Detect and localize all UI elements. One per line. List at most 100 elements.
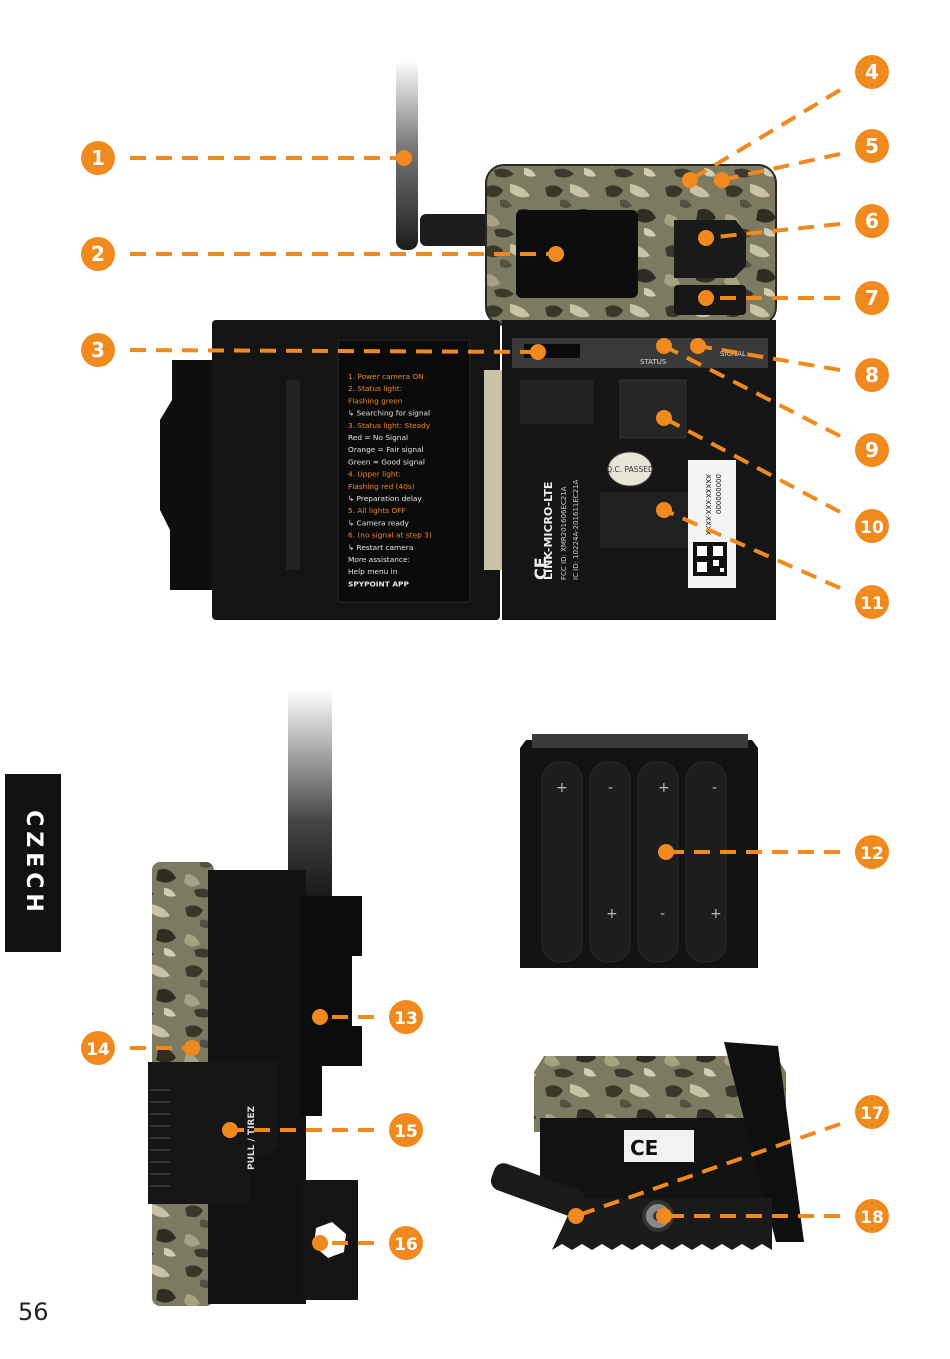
- pir-sensor: [674, 220, 746, 278]
- ic-id: IC ID: 10224A-201611EC21A: [572, 479, 580, 580]
- callout-target-dot: [656, 338, 672, 354]
- instruction-line: Flashing green: [348, 396, 403, 405]
- instruction-line: 3. Status light: Steady: [348, 421, 431, 430]
- instruction-line: Flashing red (40s): [348, 482, 415, 491]
- battery-tray: + - + - + - +: [520, 734, 758, 968]
- callout-number: 1: [91, 146, 105, 170]
- qc-passed-sticker: [607, 451, 653, 487]
- qr-code: [693, 542, 727, 576]
- callout-leader-line: [663, 508, 841, 590]
- language-tab: CZECH: [5, 774, 61, 952]
- ce-mark-body: CE: [531, 557, 550, 580]
- callout-badge: [855, 585, 889, 619]
- side-latch: [148, 1062, 278, 1204]
- instruction-line: ↳ Camera ready: [348, 518, 410, 527]
- callout-badge: [81, 141, 115, 175]
- callout-target-dot: [548, 246, 564, 262]
- instruction-line: 4. Upper light:: [348, 470, 401, 479]
- callout-18: 18: [656, 1199, 889, 1233]
- callout-leader-line: [129, 348, 539, 354]
- callout-target-dot: [530, 344, 546, 360]
- callout-number: 4: [865, 60, 879, 84]
- svg-text:+: +: [658, 780, 670, 796]
- callout-badge: [81, 333, 115, 367]
- callout-target-dot: [656, 410, 672, 426]
- latch-grip: [150, 1089, 170, 1187]
- battery-bay-4: [685, 761, 727, 963]
- bottom-bracket: [724, 1042, 804, 1242]
- callout-1: 1: [81, 141, 412, 175]
- callout-number: 11: [860, 594, 884, 614]
- callout-9: 9: [656, 338, 889, 467]
- callout-badge: [389, 1113, 423, 1147]
- callout-6: 6: [698, 204, 889, 246]
- callout-16: 16: [312, 1226, 423, 1260]
- instruction-line: ↳ Restart camera: [348, 543, 413, 552]
- callout-badge: [389, 1000, 423, 1034]
- callout-badge: [855, 1095, 889, 1129]
- callout-target-dot: [312, 1235, 328, 1251]
- callout-badge: [855, 509, 889, 543]
- svg-text:-: -: [660, 906, 665, 922]
- callout-badge: [855, 129, 889, 163]
- callout-7: 7: [698, 281, 889, 315]
- bottom-ce-mark: CE: [630, 1136, 658, 1160]
- callout-target-dot: [690, 338, 706, 354]
- callout-number: 10: [860, 518, 884, 538]
- callout-target-dot: [714, 172, 730, 188]
- instruction-line: 1. Power camera ON: [348, 372, 424, 381]
- callout-target-dot: [568, 1208, 584, 1224]
- callout-badge: [81, 237, 115, 271]
- callout-leader-line: [705, 222, 841, 240]
- status-panel-label: STATUS: [640, 358, 667, 366]
- callout-badge: [389, 1226, 423, 1260]
- instruction-line: ↳ Preparation delay: [348, 494, 422, 503]
- callout-14: 14: [81, 1031, 200, 1065]
- instruction-line: 6. (no signal at step 3): [348, 531, 432, 540]
- callout-badge: [855, 1199, 889, 1233]
- callout-number: 8: [865, 363, 879, 387]
- callout-badge: [855, 204, 889, 238]
- callout-target-dot: [658, 844, 674, 860]
- svg-text:+: +: [710, 906, 722, 922]
- callout-2: 2: [81, 237, 564, 271]
- sim-cover: [619, 379, 687, 439]
- qc-passed-text: Q.C. PASSED: [606, 465, 654, 474]
- side-bracket: [300, 896, 362, 1116]
- callout-leader-line: [721, 152, 841, 182]
- callout-target-dot: [682, 172, 698, 188]
- callout-badge: [855, 433, 889, 467]
- callout-badge: [855, 281, 889, 315]
- upper-compartment: [520, 380, 594, 424]
- instruction-line: 2. Status light:: [348, 384, 402, 393]
- camera-bottom-view: CE: [490, 1042, 804, 1250]
- svg-text:-: -: [712, 780, 717, 796]
- callout-badge: [81, 1031, 115, 1065]
- callout-number: 18: [860, 1208, 884, 1228]
- door-hinge: [484, 370, 502, 570]
- camera-side-view: PULL / TIREZ: [148, 690, 362, 1306]
- callout-13: 13: [312, 1000, 423, 1034]
- callout-11: 11: [656, 502, 889, 619]
- instruction-line: Red = No Signal: [348, 433, 408, 442]
- callout-badge: [855, 55, 889, 89]
- callout-leader-line: [663, 344, 841, 438]
- model-name: LINK-MICRO-LTE: [542, 482, 555, 580]
- callout-number: 17: [860, 1104, 884, 1124]
- callout-5: 5: [714, 129, 889, 188]
- callout-target-dot: [698, 230, 714, 246]
- language-tab-label: CZECH: [20, 809, 46, 917]
- antenna-mount: [420, 214, 490, 246]
- svg-text:-: -: [608, 780, 613, 796]
- callout-number: 13: [394, 1009, 418, 1029]
- callout-3: 3: [81, 333, 546, 367]
- callout-target-dot: [184, 1040, 200, 1056]
- callout-number: 6: [865, 209, 879, 233]
- callout-leader-line: [575, 1122, 841, 1218]
- callout-number: 12: [860, 844, 884, 864]
- callout-4: 4: [682, 55, 889, 188]
- callout-10: 10: [656, 410, 889, 543]
- callout-target-dot: [656, 1208, 672, 1224]
- callout-target-dot: [656, 502, 672, 518]
